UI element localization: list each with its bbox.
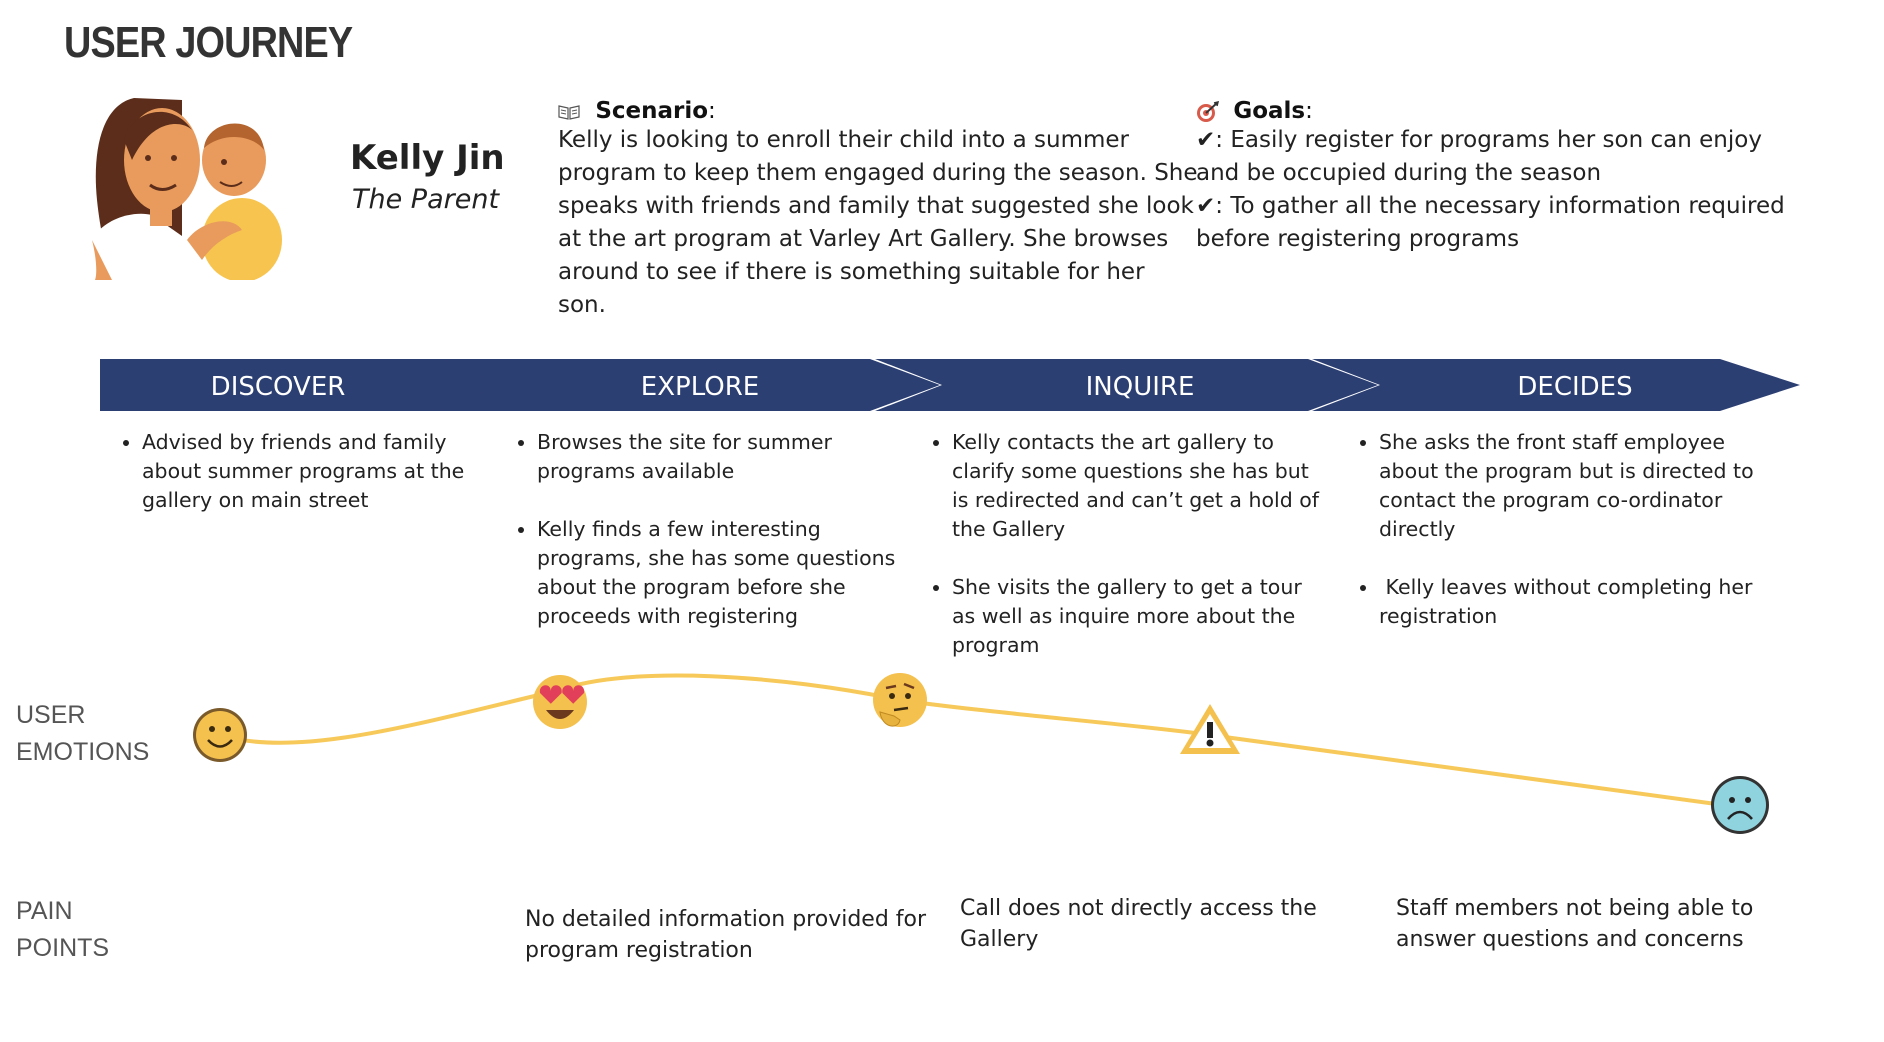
user-emotions-label: USER EMOTIONS xyxy=(16,697,166,771)
journey-stage-band: DISCOVER EXPLORE INQUIRE DECIDES xyxy=(100,359,1800,411)
row-label-line: POINTS xyxy=(16,934,110,962)
smiling-face-icon xyxy=(193,708,247,762)
goal-item: ✔: To gather all the necessary informati… xyxy=(1196,193,1785,252)
goals-block: Goals: ✔: Easily register for programs h… xyxy=(1196,98,1786,256)
stage-label-decides: DECIDES xyxy=(1517,372,1632,402)
scenario-heading: Scenario xyxy=(595,98,709,124)
persona-name: Kelly Jin xyxy=(350,138,505,178)
emotion-curve xyxy=(219,673,1761,812)
frowning-face-icon xyxy=(1711,776,1769,834)
persona-role: The Parent xyxy=(352,184,500,215)
action-item: Advised by friends and family about summ… xyxy=(142,428,480,515)
stage-chevron-explore xyxy=(438,359,940,411)
heart-eyes-face-icon xyxy=(533,675,587,729)
action-item: She visits the gallery to get a tour as … xyxy=(952,573,1330,660)
stage-actions-discover: Advised by friends and family about summ… xyxy=(120,428,480,544)
row-label-line: EMOTIONS xyxy=(16,738,150,766)
page-title: USER JOURNEY xyxy=(64,18,353,67)
goals-heading: Goals xyxy=(1233,98,1306,124)
stage-actions-explore: Browses the site for summer programs ava… xyxy=(515,428,900,660)
goal-item: ✔: Easily register for programs her son … xyxy=(1196,127,1762,186)
action-item: Kelly leaves without completing her regi… xyxy=(1379,573,1777,631)
scenario-block: Scenario: Kelly is looking to enroll the… xyxy=(558,98,1198,322)
row-label-line: USER xyxy=(16,701,86,729)
scenario-text: Kelly is looking to enroll their child i… xyxy=(558,127,1198,318)
persona-avatar xyxy=(92,90,292,282)
stage-actions-inquire: Kelly contacts the art gallery to clarif… xyxy=(930,428,1330,689)
warning-icon xyxy=(1180,704,1240,754)
stage-label-discover: DISCOVER xyxy=(211,372,346,402)
pain-point-inquire: Call does not directly access the Galler… xyxy=(960,896,1317,952)
action-item: She asks the front staff employee about … xyxy=(1379,428,1777,544)
row-label-line: PAIN xyxy=(16,897,73,925)
stage-chevron-inquire xyxy=(875,359,1378,411)
stage-actions-decides: She asks the front staff employee about … xyxy=(1357,428,1777,660)
pain-point-decides: Staff members not being able to answer q… xyxy=(1396,896,1754,952)
open-book-icon xyxy=(558,98,595,124)
action-item: Kelly finds a few interesting programs, … xyxy=(537,515,900,631)
parent-with-child-illustration xyxy=(92,98,282,282)
stage-label-inquire: INQUIRE xyxy=(1086,372,1195,402)
action-item: Kelly contacts the art gallery to clarif… xyxy=(952,428,1330,544)
stage-chevron-decides xyxy=(1312,359,1800,411)
pain-point-explore: No detailed information provided for pro… xyxy=(525,907,927,963)
thinking-face-icon xyxy=(873,673,927,727)
emotion-curve-chart xyxy=(193,673,1769,834)
stage-chevron-discover xyxy=(100,359,510,411)
target-icon xyxy=(1196,98,1233,124)
stage-label-explore: EXPLORE xyxy=(641,372,759,402)
action-item: Browses the site for summer programs ava… xyxy=(537,428,900,486)
pain-points-label: PAIN POINTS xyxy=(16,893,166,967)
